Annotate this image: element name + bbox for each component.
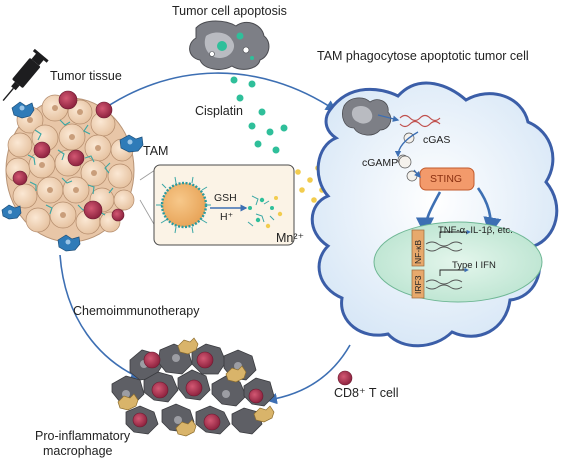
label-gsh: GSH	[214, 192, 237, 204]
label-pro-inflammatory: Pro-inflammatory	[35, 429, 131, 443]
tumor-tissue-cluster	[1, 90, 144, 252]
label-sting: STING	[430, 173, 463, 185]
label-cgamp: cGAMP	[362, 157, 399, 169]
label-macrophage: macrophage	[43, 444, 113, 458]
cd8-t-cell-icon	[337, 370, 353, 386]
zoom-line-bottom	[139, 199, 156, 227]
arrow-tumor-to-tam	[94, 72, 337, 116]
sting-box	[419, 167, 475, 191]
label-tumor-tissue: Tumor tissue	[50, 69, 122, 83]
label-cisplatin: Cisplatin	[195, 104, 243, 118]
cisplatin-particles	[230, 76, 288, 154]
label-cytokines: TNF-α, IL-1β, etc.	[438, 225, 513, 236]
apoptotic-tumor-cell	[189, 20, 270, 70]
label-mn2: Mn²⁺	[276, 231, 305, 245]
label-cgas: cGAS	[423, 134, 451, 146]
cycle-arrows	[59, 72, 351, 405]
syringe-icon	[2, 48, 49, 102]
label-irf3: IRF3	[413, 275, 423, 294]
tam-macrophage-cell	[310, 81, 559, 348]
label-chemoimmunotherapy: Chemoimmunotherapy	[73, 304, 200, 318]
label-tam-phagocytose: TAM phagocytose apoptotic tumor cell	[317, 49, 529, 63]
label-tumor-cell-apoptosis: Tumor cell apoptosis	[172, 4, 287, 18]
label-nfkb: NF-κB	[413, 239, 423, 264]
label-cd8-t-cell: CD8⁺ T cell	[334, 386, 399, 400]
pro-inflammatory-cluster	[111, 337, 275, 437]
label-h-plus: H⁺	[220, 211, 234, 223]
arrow-tissue-to-macrophage	[59, 254, 143, 380]
label-type-ifn: Type I IFN	[452, 260, 496, 271]
label-tam: TAM	[143, 144, 169, 158]
nanoparticle-panel	[153, 164, 295, 246]
zoom-line-top	[139, 169, 156, 181]
arrow-cell-to-macrophage	[265, 344, 351, 405]
